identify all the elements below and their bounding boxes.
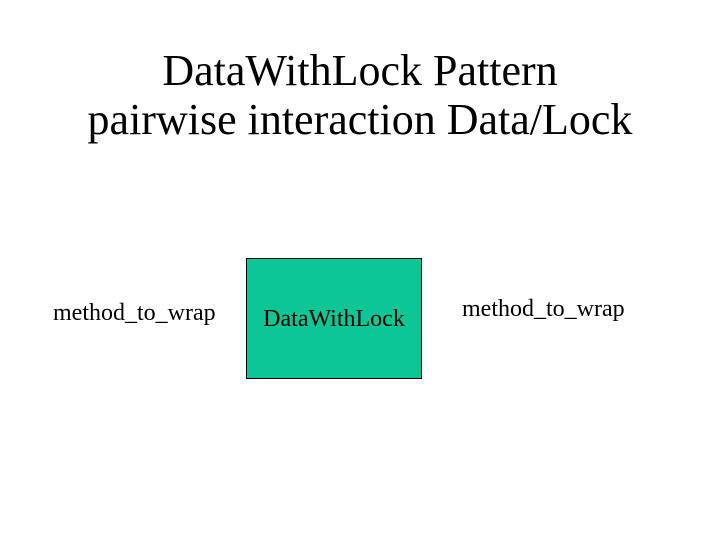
- slide-title: DataWithLock Pattern pairwise interactio…: [0, 46, 720, 144]
- datawithlock-box-label: DataWithLock: [263, 305, 405, 332]
- slide-title-line-2: pairwise interaction Data/Lock: [87, 95, 633, 144]
- slide-title-line-1: DataWithLock Pattern: [162, 46, 558, 95]
- datawithlock-box: DataWithLock: [246, 258, 422, 379]
- method-to-wrap-label-left: method_to_wrap: [53, 300, 216, 326]
- method-to-wrap-label-right: method_to_wrap: [462, 296, 625, 322]
